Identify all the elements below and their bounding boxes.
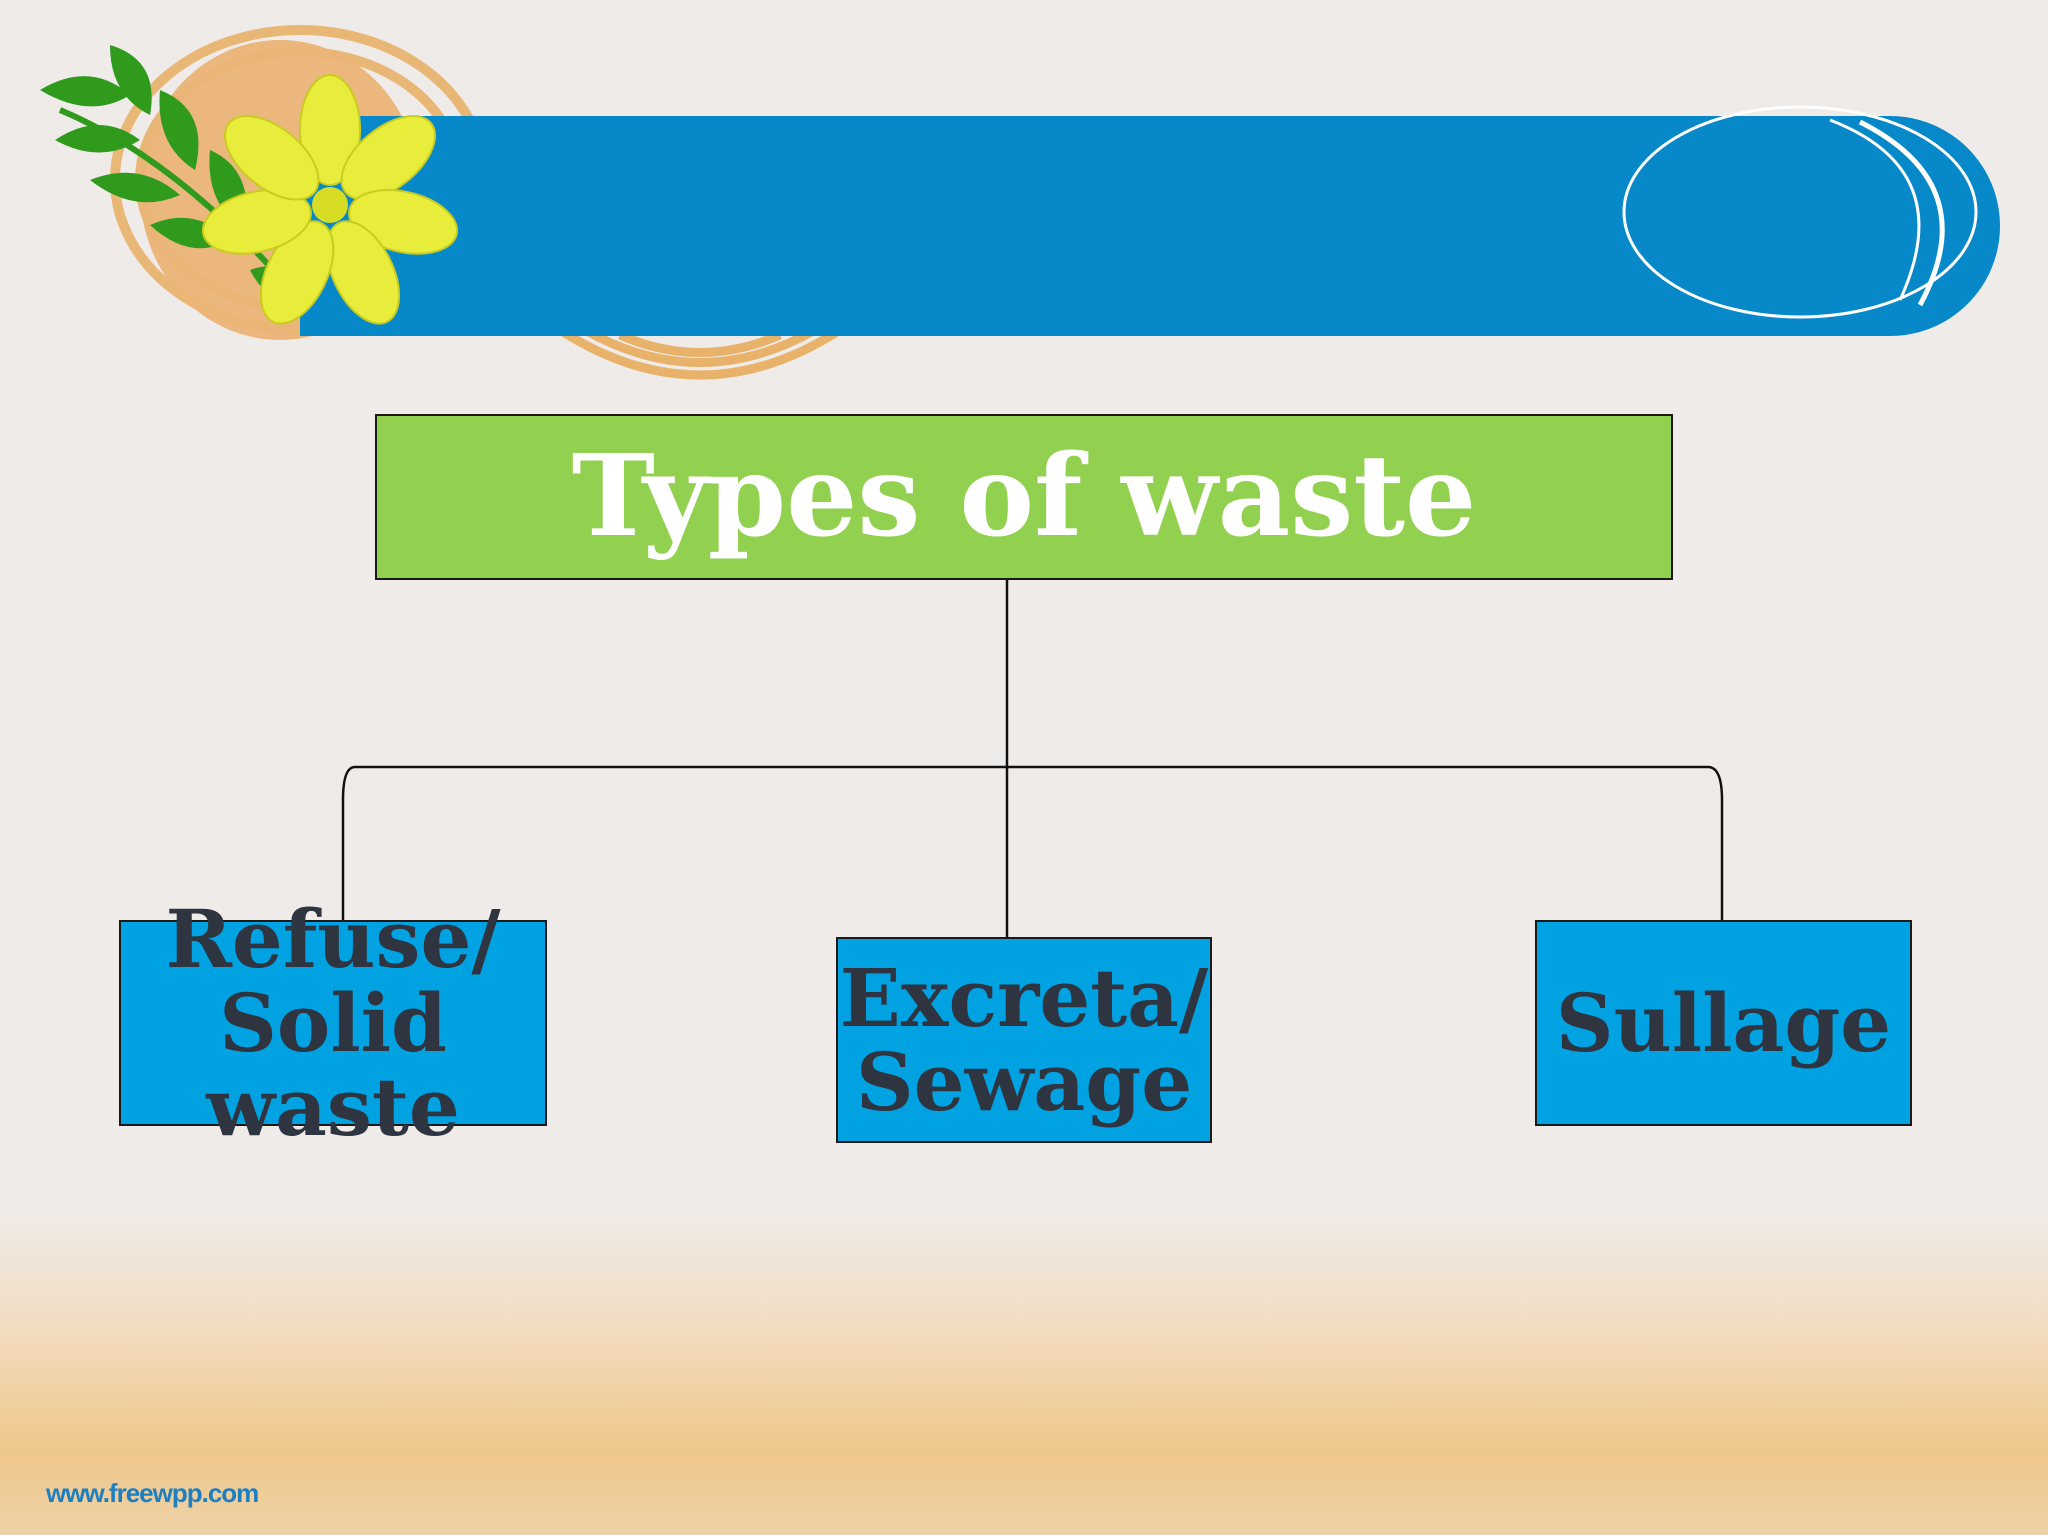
flower-icon: [201, 74, 459, 325]
left-connector: [341, 765, 356, 920]
right-connector: [1707, 765, 1724, 920]
child-node-excreta-sewage: Excreta/ Sewage: [836, 937, 1212, 1143]
child-node-refuse-solid-waste: Refuse/ Solid waste: [119, 897, 547, 1149]
root-node-types-of-waste: Types of waste: [375, 414, 1673, 580]
child-node-sullage: Sullage: [1535, 920, 1912, 1126]
header-banner: [300, 116, 2000, 336]
banner-ring-decoration: [1622, 105, 1978, 319]
footer-watermark: www.freewpp.com: [46, 1478, 259, 1508]
